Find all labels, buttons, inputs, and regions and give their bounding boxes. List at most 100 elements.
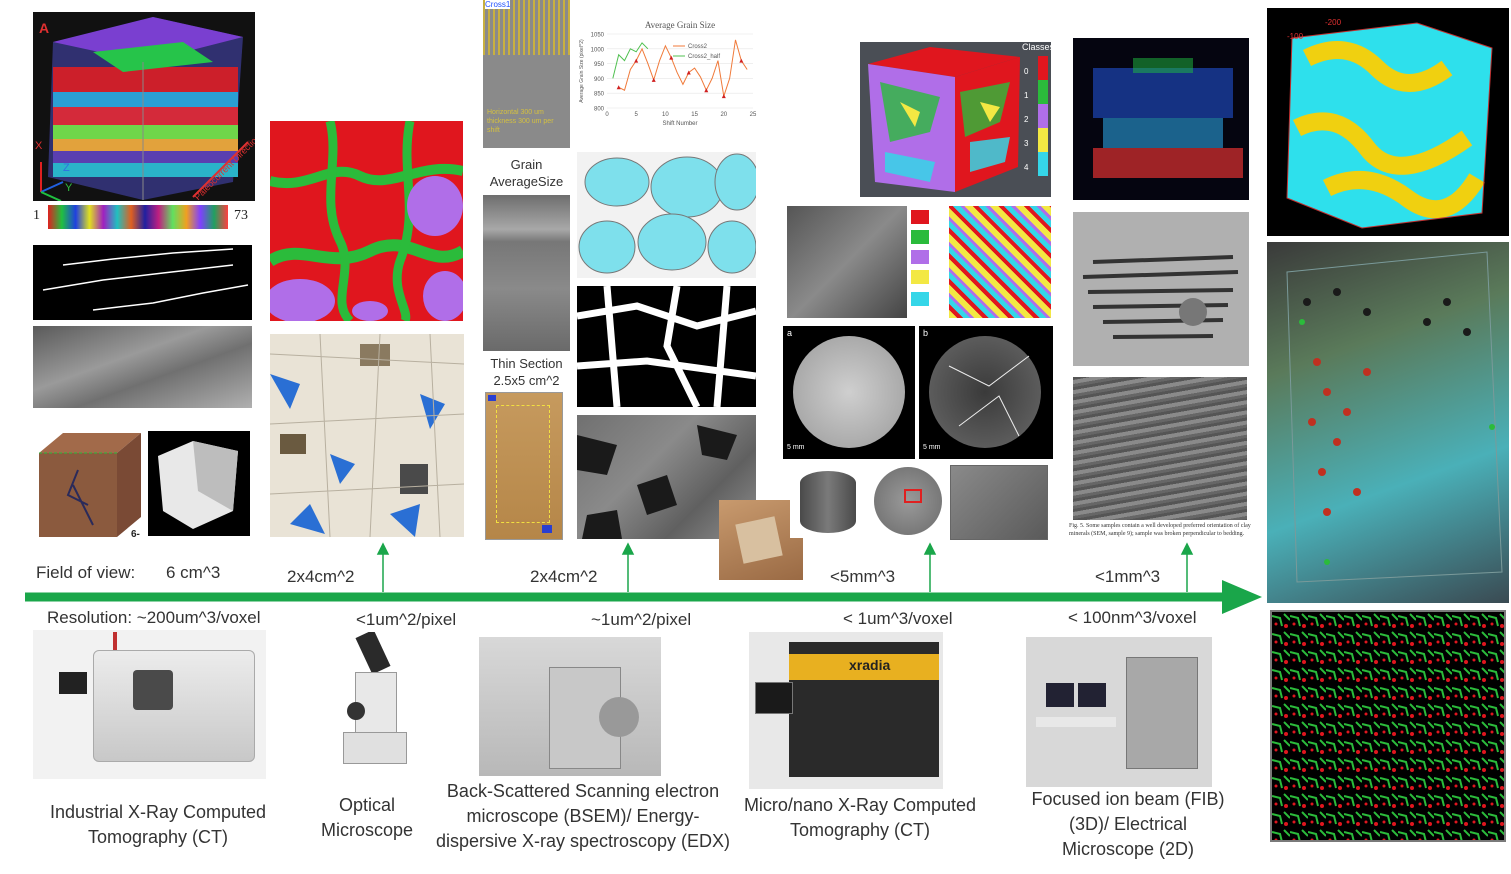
bsem-drawing [577,425,737,539]
y-tick-label: 1000 [591,47,605,53]
class-swatch-1 [1038,80,1048,104]
white-volume-image [148,431,250,536]
resolution-bsem: ~1um^2/pixel [591,610,692,629]
xradia-photo: xradia [749,632,943,789]
x-tick-label: 20 [720,112,727,118]
fov-micro-ct: <5mm^3 [830,567,896,586]
classes-cube-drawing [868,47,1020,192]
series-line-Cross2_half [612,42,649,79]
x-tick-label: 5 [635,112,639,118]
series-marker [686,70,691,75]
legend-label: Cross2_half [688,54,720,60]
caption-fib: Focused ion beam (FIB)(3D)/ Electrical M… [1031,789,1225,859]
ct-slice-image [33,326,252,408]
fib-photo [1026,637,1212,787]
y-tick-label: 1050 [591,33,605,39]
y-tick-label: 850 [594,92,605,98]
core-cylinder-image [790,465,866,538]
sem-clay-image [1073,377,1247,520]
fib-segmentation-image [1270,610,1506,842]
axis-y-label: Y [65,182,73,194]
resolution-fib: < 100nm^3/voxel [1068,608,1197,627]
optical-microscope-photo [335,632,413,768]
y-axis-label: Average Grain Size (pixel^2) [579,39,585,103]
caption-micro-ct: Micro/nano X-Ray Computed Tomography (CT… [743,795,977,840]
classes-cube-image: Classes 0 1 2 3 4 [860,42,1051,197]
x-tick-label: 10 [662,112,669,118]
class-label-0: 0 [1024,67,1029,76]
class-label-4: 4 [1024,163,1029,172]
rock-block-drawing [39,433,141,537]
color-scale-bar [48,205,228,229]
optical-thin-section-drawing [270,334,464,537]
class-label-1: 1 [1024,91,1029,100]
class-label-3: 3 [1024,139,1029,148]
particle-volume-drawing [1286,251,1503,583]
series-marker [616,85,621,90]
y-tick-label: 900 [594,77,605,83]
fov-bsem: 2x4cm^2 [530,567,598,586]
micro-ct-a-label: a [787,328,793,338]
thin-section-label: Thin Section 2.5x5 cm^2 [490,356,563,388]
series-marker [634,58,639,63]
resolution-label: Resolution: ~200um^3/voxel [47,608,261,627]
stratified-cube-image: A X Z Y Paleocurrent Direction [33,12,255,201]
particle-volume-image [1267,242,1509,603]
scale-min-label: 1 [33,208,40,223]
pore-cube-yellow-cyan: -200 -100 [1267,8,1509,236]
optical-thin-section-image [270,334,464,537]
binary-grain-image [577,286,756,407]
hand-sample-photo [719,500,803,580]
white-volume-drawing [158,441,238,529]
clay-platelet-drawing [1082,255,1239,339]
xradia-logo: xradia [849,657,891,673]
rock-block-image: 6-1 [33,425,145,540]
core-scan-image: Cross1 Horizontal 300 um thickness 300 u… [483,0,570,148]
binary-grain-drawing [577,286,756,407]
series-marker [721,94,726,99]
class-swatch-0 [1038,56,1048,80]
core-header-label: Cross1 [485,0,511,9]
series-marker [739,58,744,63]
classes-legend [1022,56,1048,176]
x-tick-label: 15 [691,112,698,118]
y-tick-label: 800 [594,107,605,113]
resolution-optical: <1um^2/pixel [356,610,457,629]
chart-title: Average Grain Size [645,20,715,30]
ellipse-grain-drawing [577,152,756,278]
sem-classification-image [787,206,1051,318]
micro-ct-b-scale: 5 mm [923,444,941,451]
panel-a-label: A [39,20,50,36]
legend-label: Cross2 [688,44,708,50]
scale-max-label: 73 [234,208,248,223]
grain-section-label: Grain AverageSize [489,157,564,189]
x-tick-label: 25 [750,112,757,118]
pore-cube-drawing [1286,22,1493,229]
axis-tick-1: -200 [1325,18,1342,27]
industrial-ct-photo [33,630,266,779]
class-swatch-3 [1038,128,1048,152]
block-label: 6-1 [131,529,140,540]
ellipse-grain-image [577,152,756,278]
fracture-trace-image [33,245,252,320]
classes-legend-title: Classes [1022,42,1051,52]
stratified-cube-drawing [40,17,249,201]
axis-tick-2: -100 [1287,32,1304,41]
fib-segmentation-drawing [1272,612,1504,840]
class-swatch-4 [1038,152,1048,176]
fov-fib: <1mm^3 [1095,567,1161,586]
grain-strip-image [483,195,570,351]
micro-ct-b-label: b [923,328,929,338]
thin-section-slide-image [485,392,563,540]
resolution-micro-ct: < 1um^3/voxel [843,609,953,628]
sem-zoom-image [950,465,1048,540]
core-note: Horizontal 300 um thickness 300 um per s… [487,109,554,134]
axis-x-label: X [35,140,43,152]
fov-ct: 6 cm^3 [166,563,221,582]
class-swatch-2 [1038,104,1048,128]
sem-figure-caption: Fig. 5. Some samples contain a well deve… [1069,523,1251,537]
micro-ct-panel-a: a 5 mm [783,326,915,459]
fracture-trace-drawing [42,248,249,311]
